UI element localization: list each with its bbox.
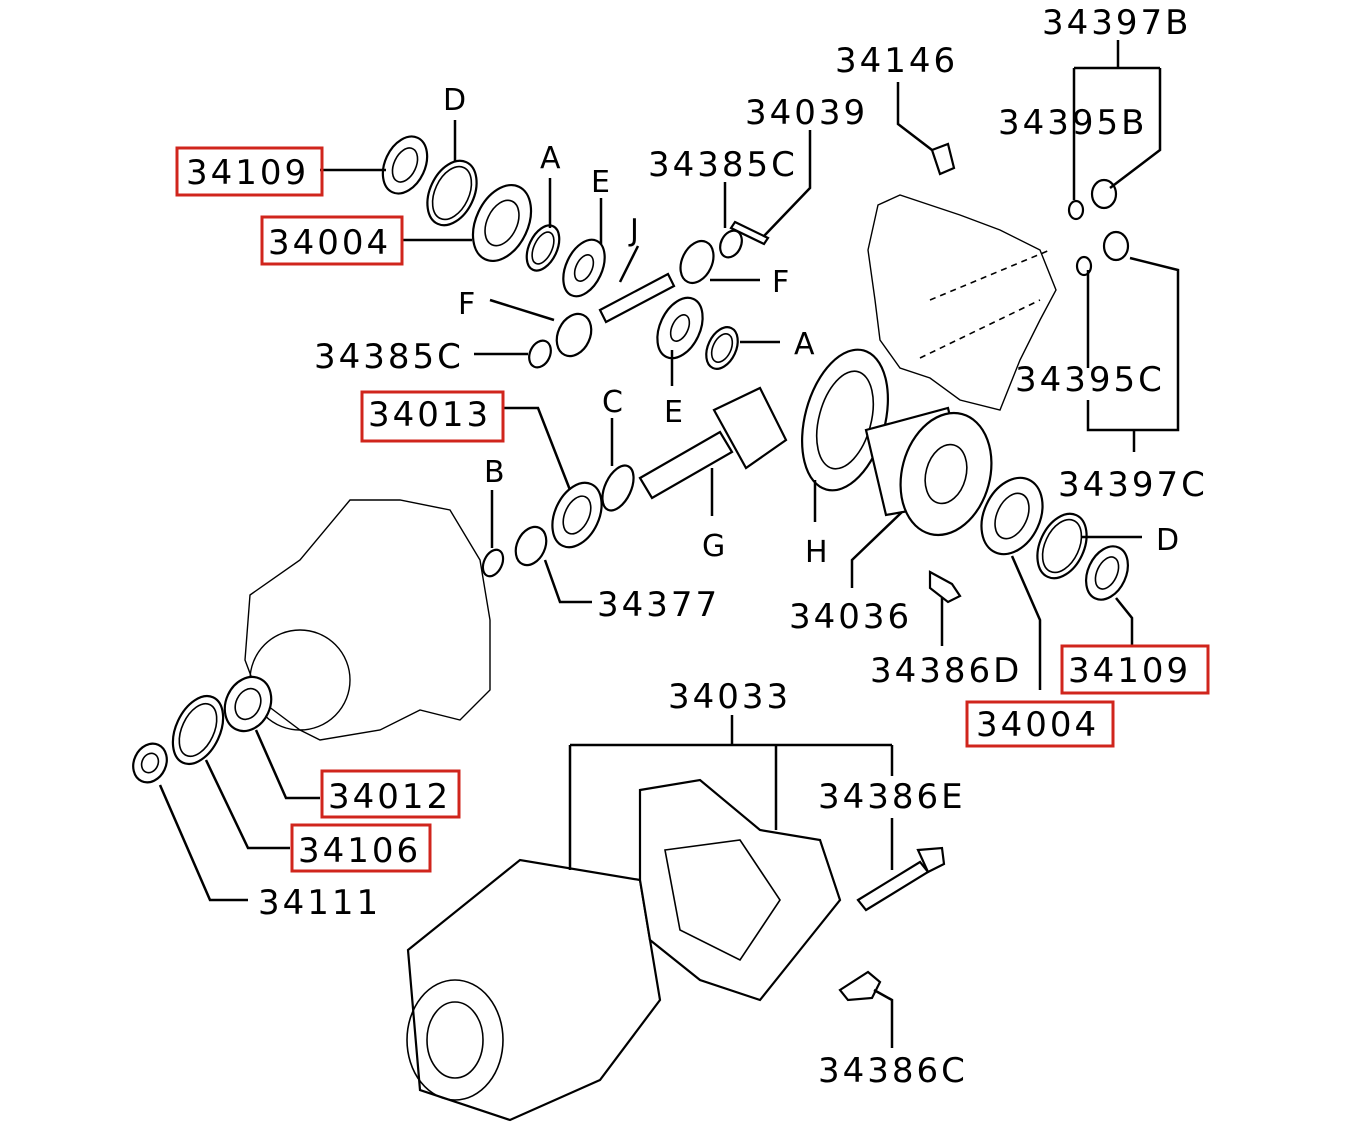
nut-34111: [132, 742, 168, 784]
highlight-34004-right: [965, 700, 1115, 748]
label-34385c-left: 34385C: [314, 337, 464, 377]
label-a-top: A: [540, 141, 561, 176]
seal-34109-top: [381, 135, 429, 195]
highlight-34013: [360, 390, 505, 443]
washer-a-top: [525, 224, 561, 272]
label-34386d: 34386D: [870, 651, 1022, 691]
plug-34397b: [1067, 178, 1118, 221]
label-34004-right: 34004: [976, 705, 1099, 745]
shim-d-top: [426, 159, 478, 227]
label-34377: 34377: [597, 585, 720, 625]
shim-d-right: [1036, 512, 1088, 580]
washer-34385c-left: [528, 339, 552, 369]
label-34109-top: 34109: [186, 153, 309, 193]
label-j: J: [628, 213, 639, 248]
shim-b: [481, 548, 505, 578]
label-34012: 34012: [328, 777, 451, 817]
highlight-34106: [290, 823, 432, 873]
bolt-34386d: [928, 570, 962, 604]
label-34386e: 34386E: [818, 777, 966, 817]
bearing-34004-right: [980, 476, 1044, 556]
highlight-boxes: [175, 146, 1210, 873]
seal-34012: [223, 675, 273, 733]
label-34146: 34146: [835, 41, 958, 81]
label-34033: 34033: [668, 677, 791, 717]
leader-lines: [158, 40, 1180, 1048]
label-b: B: [484, 455, 505, 490]
pin-34039: [729, 220, 770, 246]
seal-34109-right: [1085, 545, 1129, 601]
label-d-top: D: [443, 83, 466, 118]
label-34397c: 34397C: [1058, 465, 1208, 505]
highlight-34004-top: [260, 215, 404, 266]
label-g: G: [702, 529, 725, 564]
highlight-34109-top: [175, 146, 324, 197]
label-34106: 34106: [298, 831, 421, 871]
plug-34397c: [1075, 230, 1130, 277]
housing-34033-front: [406, 858, 662, 1122]
label-f-right: F: [772, 265, 789, 300]
housing-34033-rear: [638, 778, 842, 1002]
label-34004-top: 34004: [268, 223, 391, 263]
label-34395c: 34395C: [1015, 360, 1165, 400]
label-34397b: 34397B: [1042, 3, 1191, 43]
race-34377: [514, 525, 548, 567]
gasket-upper-right: [867, 194, 1057, 411]
label-34395b: 34395B: [998, 103, 1147, 143]
side-gear-e-top: [562, 238, 606, 298]
plug-34146: [930, 142, 956, 176]
label-f-left: F: [458, 287, 475, 322]
spacer-c: [601, 464, 635, 512]
highlight-34012: [320, 769, 461, 819]
label-34013: 34013: [368, 395, 491, 435]
label-34039: 34039: [745, 93, 868, 133]
drive-pinion-g: [638, 386, 788, 500]
washer-34106: [171, 694, 225, 766]
label-c: C: [602, 385, 623, 420]
pinion-gear-f-top: [679, 239, 715, 285]
bearing-34013: [551, 481, 603, 549]
bearing-34004-top: [471, 184, 533, 262]
diff-case-34036: [864, 406, 993, 537]
side-gear-e-bottom: [656, 296, 704, 360]
label-e-bottom: E: [664, 395, 683, 430]
gasket-lower-left: [244, 499, 491, 741]
label-34036: 34036: [789, 597, 912, 637]
bolt-34386c: [838, 970, 882, 1002]
highlight-34109-right: [1060, 644, 1210, 695]
part-labels: 34109 34004 D A E J 34385C 34039 34146 3…: [186, 3, 1208, 1091]
label-d-right: D: [1156, 523, 1179, 558]
label-34386c: 34386C: [818, 1051, 968, 1091]
bolt-34386e: [856, 846, 946, 912]
label-34385c-top: 34385C: [648, 145, 798, 185]
label-34111: 34111: [258, 883, 381, 923]
label-34109-right: 34109: [1068, 651, 1191, 691]
pinion-gear-f-left: [555, 312, 593, 358]
label-a-right: A: [794, 327, 815, 362]
washer-a-right: [705, 326, 739, 370]
label-e-top: E: [591, 165, 610, 200]
pinion-shaft-j: [598, 272, 676, 324]
label-h: H: [805, 535, 828, 570]
